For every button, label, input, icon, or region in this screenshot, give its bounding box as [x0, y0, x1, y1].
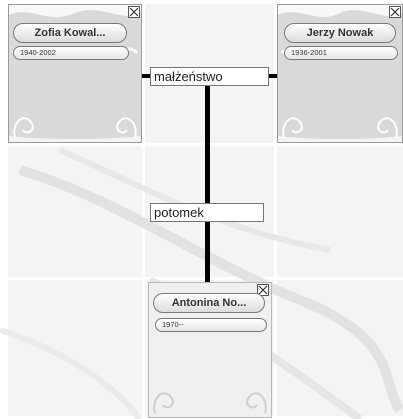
close-icon[interactable]	[128, 6, 140, 18]
person-name[interactable]: Zofia Kowal...	[13, 23, 127, 43]
person-card-zofia[interactable]: Zofia Kowal... 1940-2002	[8, 4, 142, 143]
close-icon[interactable]	[389, 6, 401, 18]
person-name[interactable]: Antonina No...	[153, 293, 265, 313]
person-dates: 1970--	[155, 318, 267, 332]
person-card-antonina[interactable]: Antonina No... 1970--	[148, 282, 272, 418]
person-card-jerzy[interactable]: Jerzy Nowak 1936-2001	[277, 4, 403, 143]
marriage-relation-label[interactable]: małżeństwo	[150, 67, 269, 86]
descendant-relation-label[interactable]: potomek	[150, 203, 264, 222]
marriage-connector-left	[142, 74, 150, 78]
person-name[interactable]: Jerzy Nowak	[284, 23, 396, 43]
floral-ornament-icon	[9, 94, 141, 142]
person-dates: 1940-2002	[13, 46, 129, 60]
floral-ornament-icon	[278, 94, 402, 142]
person-dates: 1936-2001	[284, 46, 398, 60]
floral-ornament-icon	[149, 369, 271, 417]
descendant-connector-line	[205, 86, 210, 282]
